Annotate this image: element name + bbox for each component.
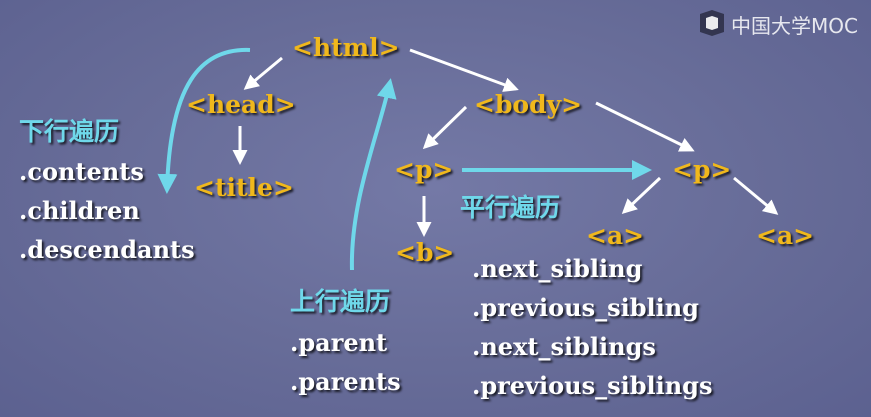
upward-traversal-arrow bbox=[349, 78, 397, 271]
edge-body-p2 bbox=[595, 101, 695, 152]
downward-traversal-title: 下行遍历 bbox=[19, 117, 120, 146]
downward-attr-descendants: .descendants bbox=[19, 235, 195, 264]
upward-attr-parent: .parent bbox=[290, 328, 388, 357]
downward-traversal-arrow bbox=[157, 47, 251, 194]
edge-html-head bbox=[243, 56, 283, 90]
sibling-attr-previous-sibling: .previous_sibling bbox=[472, 293, 699, 322]
node-a-left: <a> bbox=[586, 221, 645, 250]
node-p-right: <p> bbox=[672, 155, 732, 184]
node-a-right: <a> bbox=[756, 221, 815, 250]
downward-attr-contents: .contents bbox=[19, 157, 144, 186]
sibling-attr-next-siblings: .next_siblings bbox=[472, 332, 656, 361]
upward-attr-parents: .parents bbox=[290, 367, 401, 396]
sibling-attr-previous-siblings: .previous_siblings bbox=[472, 371, 713, 400]
downward-attr-children: .children bbox=[19, 196, 140, 225]
node-p-left: <p> bbox=[394, 155, 454, 184]
node-html: <html> bbox=[292, 33, 400, 62]
edge-body-p1 bbox=[422, 105, 468, 150]
node-body: <body> bbox=[474, 90, 583, 119]
mooc-logo-icon bbox=[700, 10, 724, 36]
edge-p2-a1 bbox=[621, 176, 662, 215]
mooc-logo: 中国大学MOC bbox=[697, 6, 871, 40]
sibling-attr-next-sibling: .next_sibling bbox=[472, 254, 643, 283]
node-b: <b> bbox=[395, 238, 455, 267]
edge-html-body bbox=[409, 48, 519, 92]
edge-p2-a2 bbox=[733, 176, 779, 215]
parallel-traversal-title: 平行遍历 bbox=[460, 193, 561, 222]
node-head: <head> bbox=[186, 90, 296, 119]
mooc-logo-text: 中国大学MOC bbox=[731, 14, 858, 38]
node-title: <title> bbox=[194, 173, 294, 202]
upward-traversal-title: 上行遍历 bbox=[290, 287, 391, 316]
